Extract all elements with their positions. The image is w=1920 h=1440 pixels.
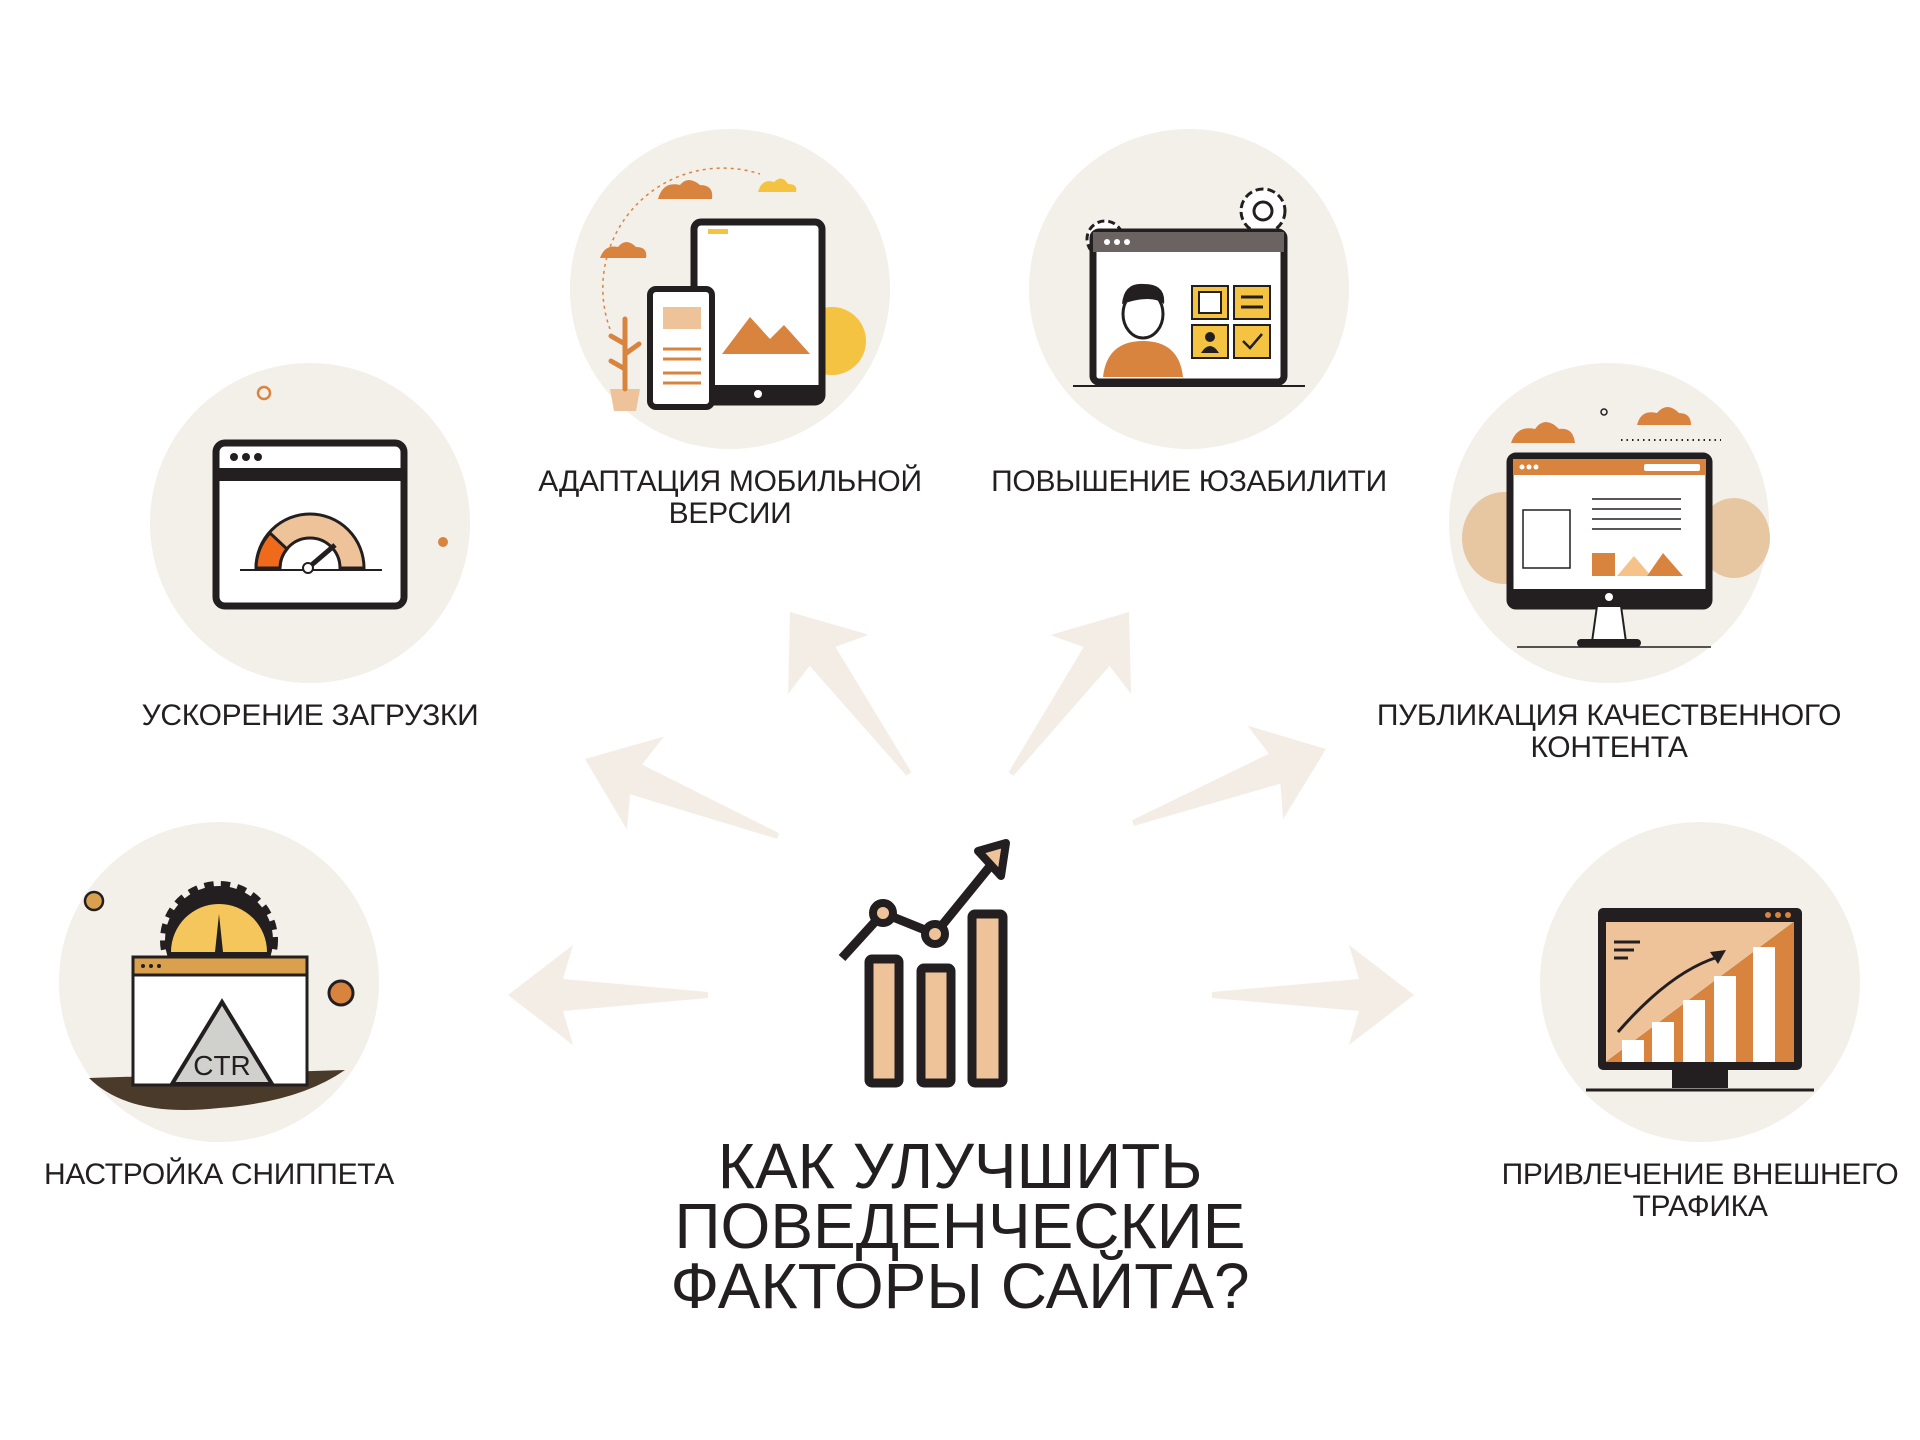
label-line: АДАПТАЦИЯ МОБИЛЬНОЙ — [538, 465, 922, 498]
title-line: КАК УЛУЧШИТЬ — [717, 1130, 1203, 1202]
label-line: ТРАФИКА — [1632, 1190, 1768, 1223]
label-line: ВЕРСИИ — [668, 497, 792, 530]
label-line: УСКОРЕНИЕ ЗАГРУЗКИ — [141, 699, 479, 732]
trend-arrowhead — [974, 839, 1010, 880]
factor-speed — [150, 363, 470, 683]
trend-line — [838, 851, 1004, 962]
speedometer-browser-icon — [212, 385, 448, 610]
factor-traffic — [1540, 822, 1860, 1142]
ctr-snippet-icon: CTR — [83, 881, 355, 1110]
traffic-growth-icon — [1586, 908, 1814, 1092]
factor-label-snippet: НАСТРОЙКА СНИППЕТА — [44, 1159, 394, 1191]
chart-bar — [967, 909, 1008, 1088]
label-line: ПРИВЛЕЧЕНИЕ ВНЕШНЕГО — [1501, 1158, 1899, 1191]
arrow — [1008, 612, 1132, 776]
page-title: КАК УЛУЧШИТЬ ПОВЕДЕНЧЕСКИЕ ФАКТОРЫ САЙТА… — [670, 1130, 1250, 1322]
trend-point — [869, 899, 897, 927]
arrow — [585, 736, 780, 839]
factor-mobile — [570, 129, 890, 449]
factor-usability — [1029, 129, 1349, 449]
arrow — [788, 612, 912, 776]
label-line: ПУБЛИКАЦИЯ КАЧЕСТВЕННОГО — [1376, 699, 1842, 732]
label-line: ПОВЫШЕНИЕ ЮЗАБИЛИТИ — [991, 465, 1387, 498]
factor-label-content: ПУБЛИКАЦИЯ КАЧЕСТВЕННОГО КОНТЕНТА — [1376, 699, 1842, 764]
title-line: ПОВЕДЕНЧЕСКИЕ — [674, 1190, 1246, 1262]
label-line: КОНТЕНТА — [1530, 731, 1688, 764]
arrow — [1212, 945, 1414, 1045]
label-line: НАСТРОЙКА СНИППЕТА — [43, 1158, 395, 1191]
factor-label-traffic: ПРИВЛЕЧЕНИЕ ВНЕШНЕГО ТРАФИКА — [1502, 1159, 1899, 1223]
chart-bar — [864, 954, 904, 1088]
factor-label-speed: УСКОРЕНИЕ ЗАГРУЗКИ — [142, 700, 479, 732]
factor-content — [1449, 363, 1770, 683]
arrow — [1131, 725, 1327, 826]
arrow — [508, 945, 708, 1045]
ctr-text: CTR — [193, 1050, 251, 1081]
mobile-tablet-icon — [600, 167, 866, 411]
factor-snippet: CTR — [59, 822, 379, 1142]
title-line: ФАКТОРЫ САЙТА? — [670, 1250, 1250, 1322]
chart-bar — [916, 963, 956, 1088]
factor-label-mobile: АДАПТАЦИЯ МОБИЛЬНОЙ ВЕРСИИ — [538, 465, 922, 530]
trend-point — [921, 920, 949, 948]
content-monitor-icon — [1462, 407, 1770, 648]
usability-browser-icon — [1073, 187, 1305, 387]
factor-label-usability: ПОВЫШЕНИЕ ЮЗАБИЛИТИ — [991, 466, 1387, 498]
